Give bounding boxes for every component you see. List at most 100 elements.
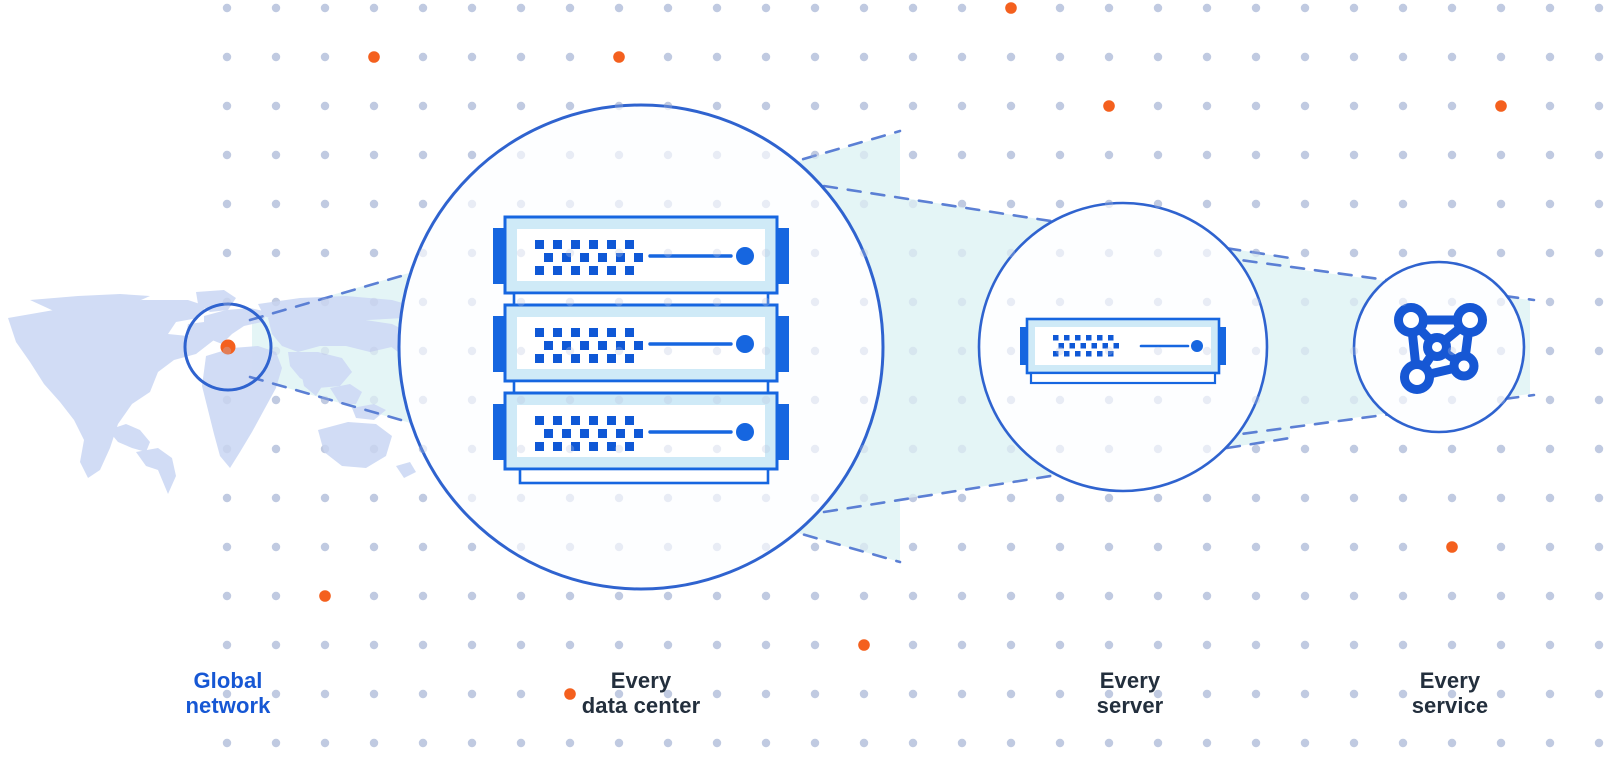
- grid-dot: [1104, 395, 1114, 405]
- grid-dot: [1055, 738, 1065, 748]
- grid-dot: [1251, 3, 1261, 13]
- grid-dot: [663, 640, 673, 650]
- grid-dot: [1055, 199, 1065, 209]
- grid-dot: [1104, 150, 1114, 160]
- grid-dot: [614, 199, 624, 209]
- grid-dot: [369, 689, 379, 699]
- grid-dot: [1202, 591, 1212, 601]
- grid-dot: [369, 150, 379, 160]
- grid-dot: [1006, 52, 1016, 62]
- grid-dot: [1349, 150, 1359, 160]
- grid-dot: [957, 101, 967, 111]
- grid-dot: [810, 542, 820, 552]
- grid-dot: [1545, 591, 1555, 601]
- grid-dot: [1006, 346, 1016, 356]
- grid-dot: [320, 689, 330, 699]
- grid-dot: [1447, 346, 1457, 356]
- grid-dot: [271, 3, 281, 13]
- grid-dot: [908, 542, 918, 552]
- grid-dot: [810, 52, 820, 62]
- grid-dot: [1300, 542, 1310, 552]
- grid-dot: [1594, 542, 1604, 552]
- grid-dot: [1202, 199, 1212, 209]
- grid-dot: [1594, 591, 1604, 601]
- grid-dot: [320, 3, 330, 13]
- grid-dot: [1251, 248, 1261, 258]
- grid-dot: [222, 150, 232, 160]
- grid-dot: [1545, 395, 1555, 405]
- grid-dot: [859, 346, 869, 356]
- stage-every-data-center[interactable]: [397, 103, 885, 591]
- grid-dot: [565, 297, 575, 307]
- grid-dot: [761, 689, 771, 699]
- grid-dot: [418, 248, 428, 258]
- stage-every-service[interactable]: [1352, 260, 1526, 434]
- grid-dot: [320, 248, 330, 258]
- grid-dot: [1447, 52, 1457, 62]
- grid-dot: [467, 52, 477, 62]
- grid-dot: [1398, 395, 1408, 405]
- grid-dot: [1496, 542, 1506, 552]
- grid-dot: [663, 395, 673, 405]
- grid-dot: [1349, 591, 1359, 601]
- grid-dot: [1300, 346, 1310, 356]
- grid-dot: [1153, 493, 1163, 503]
- grid-dot: [761, 591, 771, 601]
- grid-dot: [1300, 101, 1310, 111]
- grid-dot: [663, 493, 673, 503]
- grid-dot-orange: [319, 590, 331, 602]
- grid-dot: [565, 542, 575, 552]
- grid-dot: [369, 248, 379, 258]
- grid-dot: [516, 101, 526, 111]
- grid-dot: [908, 297, 918, 307]
- grid-dot: [1496, 444, 1506, 454]
- grid-dot: [565, 738, 575, 748]
- grid-dot: [1055, 689, 1065, 699]
- grid-dot: [1496, 591, 1506, 601]
- grid-dot: [222, 689, 232, 699]
- grid-dot: [467, 542, 477, 552]
- grid-dot: [320, 640, 330, 650]
- grid-dot: [467, 689, 477, 699]
- grid-dot: [859, 101, 869, 111]
- grid-dot: [908, 591, 918, 601]
- grid-dot: [957, 738, 967, 748]
- grid-dot: [418, 150, 428, 160]
- grid-dot: [1202, 52, 1212, 62]
- grid-dot: [369, 346, 379, 356]
- grid-dot: [1300, 591, 1310, 601]
- grid-dot: [1594, 3, 1604, 13]
- grid-dot: [908, 248, 918, 258]
- grid-dot: [320, 150, 330, 160]
- grid-dot: [271, 738, 281, 748]
- grid-dot: [222, 101, 232, 111]
- grid-dot: [712, 640, 722, 650]
- grid-dot: [1496, 444, 1506, 454]
- grid-dot: [1055, 444, 1065, 454]
- grid-dot: [1055, 591, 1065, 601]
- grid-dot: [516, 248, 526, 258]
- grid-dot: [1545, 493, 1555, 503]
- grid-dot: [320, 395, 330, 405]
- grid-dot: [1496, 493, 1506, 503]
- grid-dot: [1202, 689, 1212, 699]
- grid-dot: [1251, 591, 1261, 601]
- grid-dot: [1251, 52, 1261, 62]
- grid-dot: [565, 591, 575, 601]
- grid-dot: [1202, 395, 1212, 405]
- stage-every-server[interactable]: [977, 201, 1269, 493]
- grid-dot: [908, 542, 918, 552]
- grid-dot: [1251, 689, 1261, 699]
- dash-server-top: [1194, 252, 1536, 302]
- grid-dot: [418, 3, 428, 13]
- grid-dot: [712, 199, 722, 209]
- grid-dot: [1300, 52, 1310, 62]
- stage-global-network[interactable]: [183, 302, 273, 392]
- grid-dot: [1545, 150, 1555, 160]
- grid-dot: [1398, 738, 1408, 748]
- grid-dot: [712, 150, 722, 160]
- grid-dot: [320, 199, 330, 209]
- grid-dot: [1251, 493, 1261, 503]
- grid-dot: [1398, 248, 1408, 258]
